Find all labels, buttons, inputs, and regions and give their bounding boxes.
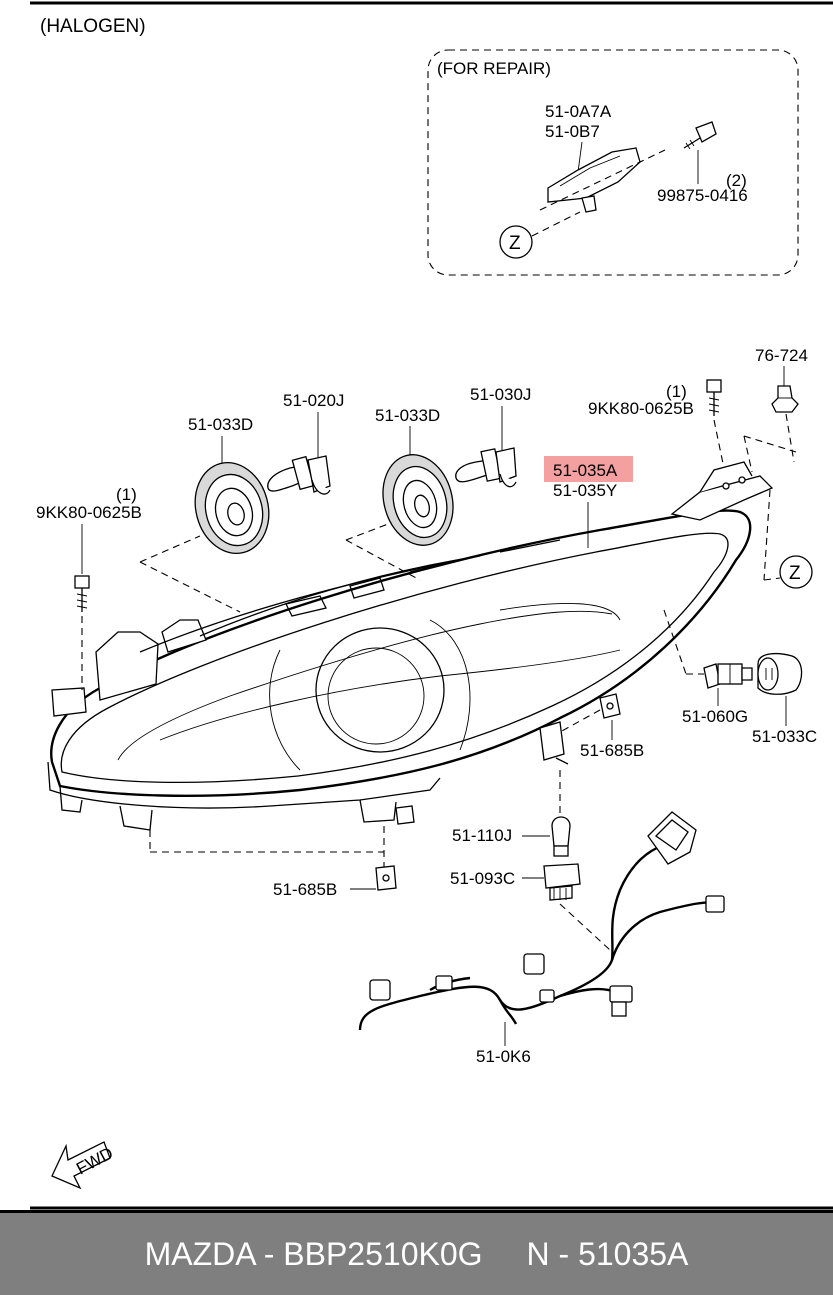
label-9kk80-left: 9KK80-0625B [36, 503, 142, 522]
clip-icon [771, 385, 799, 413]
view-z-top-icon [499, 225, 533, 259]
exploded-headlamp-diagram: (HALOGEN) (FOR REPAIR) 51-0A7A 51-0B7 (2… [30, 1, 833, 1210]
bulb-low-icon [267, 455, 331, 495]
repair-screw-icon [683, 121, 717, 150]
label-z-side: Z [789, 563, 801, 584]
label-51-033c: 51-033C [752, 727, 817, 746]
repair-box: (FOR REPAIR) 51-0A7A 51-0B7 (2) 99875-04… [427, 49, 799, 276]
label-51-0k6: 51-0K6 [476, 1047, 531, 1066]
small-cap-icon [757, 652, 803, 695]
label-51-093c: 51-093C [450, 869, 515, 888]
dust-cap-left-icon [194, 461, 270, 555]
part-number-footer: MAZDA - BBP2510K0G N - 51035A [0, 1210, 833, 1295]
clip-bracket-bottom-icon [375, 865, 397, 891]
label-51-110j: 51-110J [452, 826, 512, 845]
label-repair-screw-qty: (2) [726, 171, 747, 190]
label-51-033d-left: 51-033D [188, 415, 253, 434]
turn-bulb-icon [551, 816, 571, 857]
label-51-030j: 51-030J [470, 385, 531, 404]
label-bolt-right-qty: (1) [666, 382, 687, 401]
wiring-harness-icon [358, 811, 725, 1031]
repair-bracket-icon [539, 147, 666, 213]
label-z-top: Z [509, 233, 521, 254]
label-51-685b-right: 51-685B [580, 741, 644, 760]
footer-brand-part: MAZDA - BBP2510K0G [144, 1235, 483, 1272]
bolt-left-icon [74, 575, 90, 612]
label-51-0a7a: 51-0A7A [545, 102, 612, 121]
bolt-right-icon [706, 379, 722, 416]
bulb-socket-icon [543, 863, 581, 901]
header-label: (HALOGEN) [40, 16, 146, 37]
repair-box-title: (FOR REPAIR) [437, 59, 551, 78]
label-99875-0416: 99875-0416 [657, 186, 748, 205]
footer-ref: N - 51035A [526, 1235, 689, 1272]
label-bolt-left-qty: (1) [116, 485, 137, 504]
headlamp-assembly-icon [47, 461, 774, 831]
clip-bracket-right-icon [599, 693, 621, 719]
view-z-side-icon [779, 555, 813, 589]
label-51-685b-bottom: 51-685B [273, 880, 337, 899]
label-51-033d-mid: 51-033D [375, 406, 440, 425]
label-76-724: 76-724 [755, 346, 808, 365]
label-51-035y: 51-035Y [553, 481, 617, 500]
label-51-060g: 51-060G [682, 707, 748, 726]
fwd-arrow-icon: FWD [51, 1141, 116, 1190]
small-bulb-icon [703, 663, 753, 689]
dust-cap-mid-icon [382, 454, 454, 546]
label-9kk80-right: 9KK80-0625B [588, 399, 694, 418]
label-51-035a: 51-035A [553, 461, 618, 480]
label-51-020j: 51-020J [283, 391, 344, 410]
label-51-0b7: 51-0B7 [545, 122, 600, 141]
headlamp-highlight [544, 456, 633, 482]
bulb-high-icon [455, 447, 517, 488]
